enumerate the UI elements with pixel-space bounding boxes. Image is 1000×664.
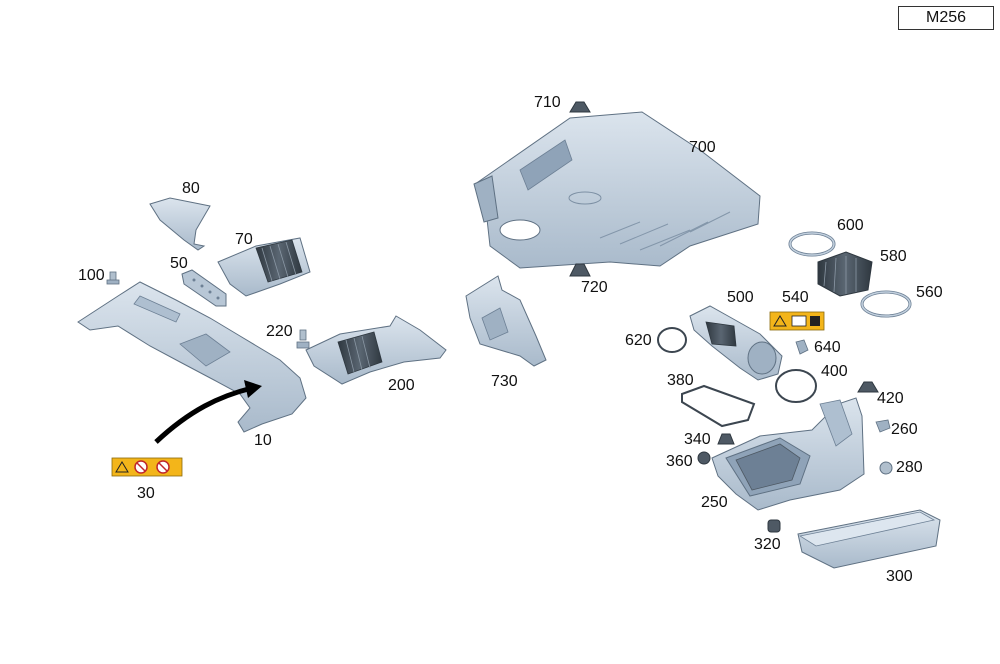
callout-70[interactable]: 70 <box>235 231 253 248</box>
assembly-direction-arrow <box>154 380 262 444</box>
part-640-clip[interactable] <box>795 339 809 355</box>
callout-620[interactable]: 620 <box>625 332 652 349</box>
callout-10[interactable]: 10 <box>254 432 272 449</box>
part-50-intake-grille[interactable] <box>181 269 227 307</box>
callout-700[interactable]: 700 <box>689 139 716 156</box>
part-380-gasket[interactable] <box>681 384 756 428</box>
callout-730[interactable]: 730 <box>491 373 518 390</box>
part-320-grommet[interactable] <box>767 519 781 533</box>
part-280-plug[interactable] <box>879 461 893 475</box>
part-710-rubber-grommet[interactable] <box>569 101 591 113</box>
callout-580[interactable]: 580 <box>880 248 907 265</box>
part-420-rubber-mount[interactable] <box>857 381 879 393</box>
callout-300[interactable]: 300 <box>886 568 913 585</box>
part-250-air-filter-housing[interactable] <box>711 397 865 511</box>
callout-400[interactable]: 400 <box>821 363 848 380</box>
callout-500[interactable]: 500 <box>727 289 754 306</box>
callout-100[interactable]: 100 <box>78 267 105 284</box>
callout-710[interactable]: 710 <box>534 94 561 111</box>
callout-250[interactable]: 250 <box>701 494 728 511</box>
callout-320[interactable]: 320 <box>754 536 781 553</box>
part-400-seal-ring[interactable] <box>775 369 817 403</box>
part-730-bracket[interactable] <box>465 275 547 367</box>
callout-600[interactable]: 600 <box>837 217 864 234</box>
callout-220[interactable]: 220 <box>266 323 293 340</box>
callout-80[interactable]: 80 <box>182 180 200 197</box>
part-10-air-duct-panel[interactable] <box>77 281 307 433</box>
callout-540[interactable]: 540 <box>782 289 809 306</box>
part-360-grommet[interactable] <box>697 451 711 465</box>
callout-200[interactable]: 200 <box>388 377 415 394</box>
part-80-intake-shroud[interactable] <box>149 197 211 251</box>
callout-560[interactable]: 560 <box>916 284 943 301</box>
callout-360[interactable]: 360 <box>666 453 693 470</box>
part-220-screw[interactable] <box>296 329 310 349</box>
callout-280[interactable]: 280 <box>896 459 923 476</box>
part-30-warning-label[interactable] <box>111 457 183 477</box>
part-600-hose-clamp[interactable] <box>788 231 836 257</box>
callout-420[interactable]: 420 <box>877 390 904 407</box>
callout-380[interactable]: 380 <box>667 372 694 389</box>
callout-50[interactable]: 50 <box>170 255 188 272</box>
part-580-bellows-hose[interactable] <box>817 251 873 297</box>
model-code-badge: M256 <box>898 6 994 30</box>
part-200-intake-duct[interactable] <box>305 315 447 385</box>
part-560-hose-clamp[interactable] <box>860 290 912 318</box>
callout-720[interactable]: 720 <box>581 279 608 296</box>
part-540-warning-label[interactable] <box>769 311 825 331</box>
part-70-intake-hose[interactable] <box>217 237 311 297</box>
callout-30[interactable]: 30 <box>137 485 155 502</box>
part-500-air-duct[interactable] <box>689 305 783 381</box>
part-700-engine-cover[interactable] <box>473 111 761 269</box>
callout-340[interactable]: 340 <box>684 431 711 448</box>
part-620-seal-ring[interactable] <box>657 327 687 353</box>
part-720-rubber-grommet[interactable] <box>569 263 591 277</box>
part-260-fitting[interactable] <box>875 419 891 433</box>
callout-640[interactable]: 640 <box>814 339 841 356</box>
part-300-filter-element[interactable] <box>797 509 941 569</box>
part-340-grommet[interactable] <box>717 433 735 445</box>
callout-260[interactable]: 260 <box>891 421 918 438</box>
part-100-screw[interactable] <box>106 271 120 285</box>
